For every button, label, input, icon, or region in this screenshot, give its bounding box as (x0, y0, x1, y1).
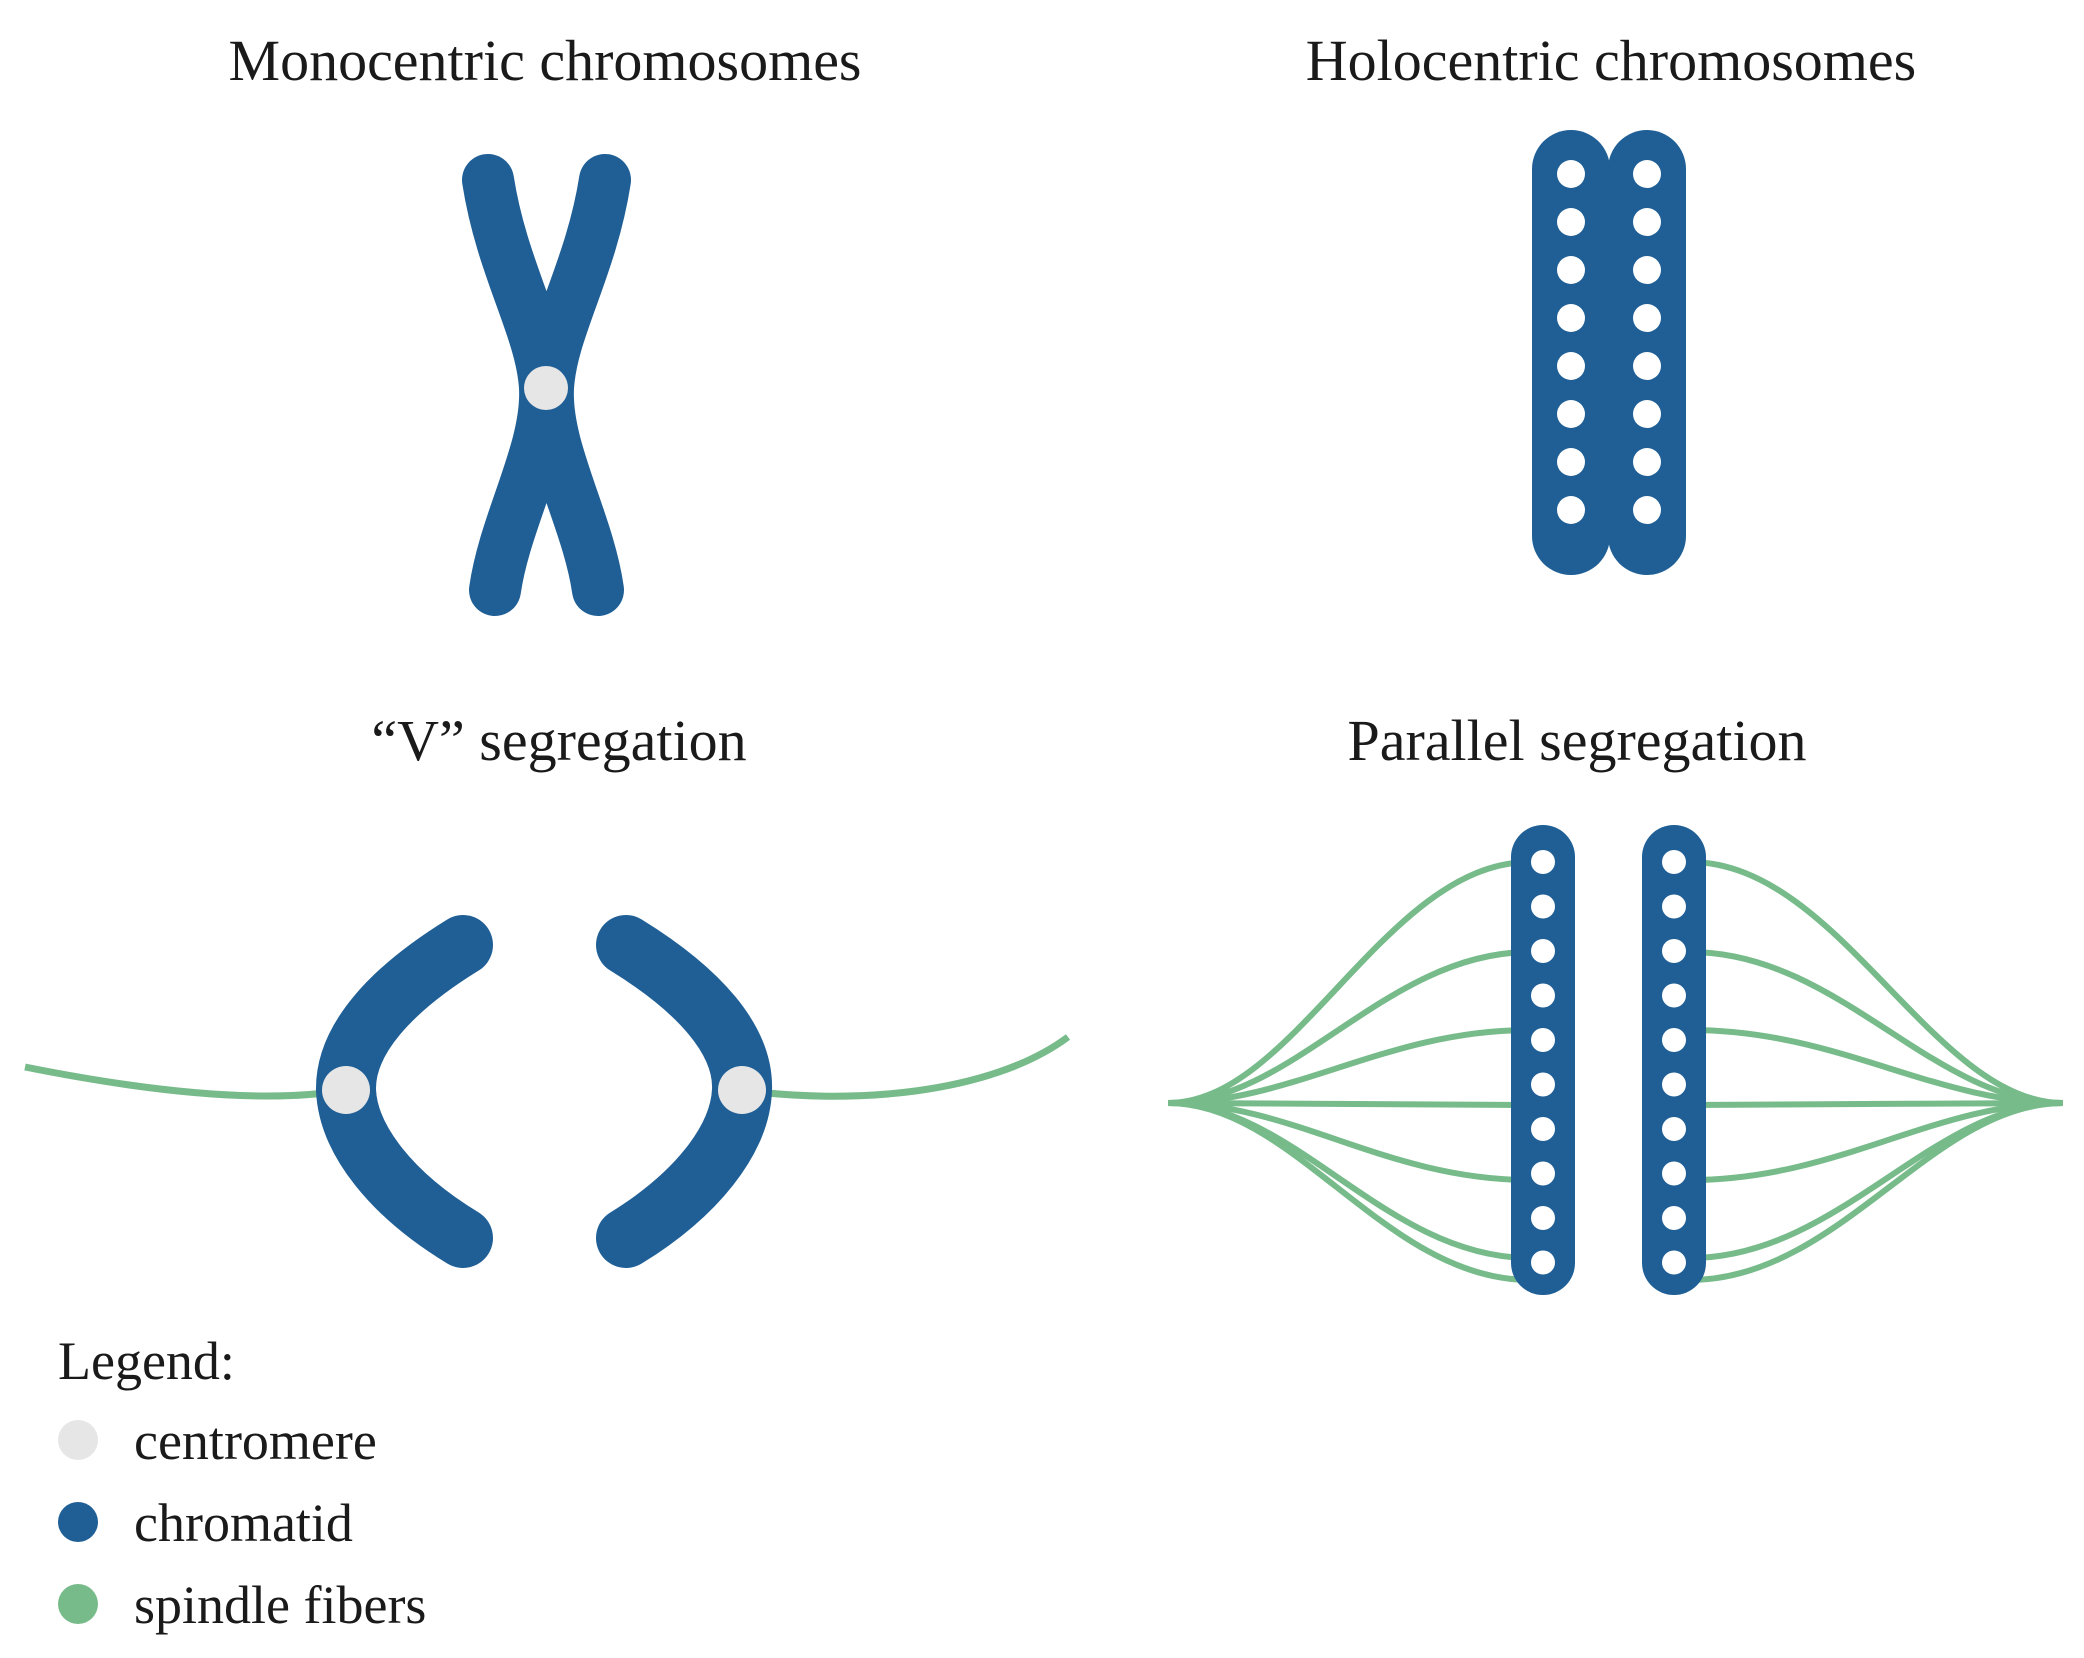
spindle-fiber (1167, 949, 1531, 1106)
kinetochore-hole (1557, 400, 1585, 428)
kinetochore-hole (1531, 939, 1555, 963)
legend-label: chromatid (134, 1493, 353, 1553)
holocentric-title: Holocentric chromosomes (1305, 28, 1917, 93)
kinetochore-hole (1531, 1161, 1555, 1186)
kinetochore-hole (1531, 983, 1555, 1008)
spindle-fiber (1689, 859, 2064, 1106)
monocentric-chromosome (462, 154, 631, 616)
chromatid-swatch-icon (58, 1502, 98, 1542)
chromatid-right (1642, 825, 1706, 1295)
kinetochore-hole (1662, 939, 1686, 963)
kinetochore-hole (1633, 448, 1661, 476)
spindle-fiber (1167, 1027, 1531, 1106)
kinetochore-hole (1662, 1161, 1686, 1186)
spindle-fiber (1689, 949, 2064, 1106)
kinetochore-hole (1662, 1072, 1686, 1097)
kinetochore-hole (1662, 1028, 1686, 1052)
kinetochore-hole (1633, 400, 1661, 428)
kinetochore-hole (1557, 160, 1585, 188)
parallel-holes (1531, 850, 1686, 1275)
kinetochore-hole (1633, 160, 1661, 188)
kinetochore-hole (1557, 496, 1585, 524)
spindle-fiber (1689, 1100, 2064, 1183)
spindle-fiber (1689, 1027, 2064, 1106)
spindle-fibers (1167, 859, 2064, 1283)
kinetochore-hole (1557, 208, 1585, 236)
kinetochore-hole (1662, 1206, 1686, 1230)
v-segregation-title: “V” segregation (371, 708, 747, 773)
legend-label: centromere (134, 1411, 377, 1471)
centromere-swatch-icon (58, 1420, 98, 1460)
parallel-segregation (1167, 825, 2064, 1295)
spindle-fiber (1167, 1100, 1531, 1183)
kinetochore-hole (1633, 256, 1661, 284)
spindle-fiber (1689, 1100, 2064, 1261)
kinetochore-hole (1557, 256, 1585, 284)
chromatid-left (1511, 825, 1575, 1295)
kinetochore-hole (1531, 894, 1555, 919)
spindle-fiber-right (741, 1034, 1071, 1100)
centromere (524, 366, 568, 410)
kinetochore-hole (1662, 1117, 1686, 1141)
kinetochore-hole (1531, 1028, 1555, 1052)
centromere-left (322, 1066, 370, 1114)
kinetochore-hole (1531, 1072, 1555, 1097)
kinetochore-hole (1531, 850, 1555, 874)
kinetochore-hole (1531, 1206, 1555, 1230)
holocentric-holes (1557, 160, 1661, 524)
kinetochore-hole (1557, 352, 1585, 380)
kinetochore-hole (1662, 983, 1686, 1008)
spindle-fiber (1167, 1100, 1531, 1283)
kinetochore-hole (1633, 304, 1661, 332)
spindle-fiber (1167, 859, 1531, 1106)
kinetochore-hole (1557, 448, 1585, 476)
kinetochore-hole (1633, 496, 1661, 524)
kinetochore-hole (1531, 1117, 1555, 1141)
spindle-fiber (1689, 1100, 2064, 1108)
spindle-fibers-swatch-icon (58, 1584, 98, 1624)
kinetochore-hole (1662, 1250, 1686, 1275)
kinetochore-hole (1633, 352, 1661, 380)
parallel-segregation-title: Parallel segregation (1347, 708, 1807, 773)
legend-label: spindle fibers (134, 1575, 427, 1635)
spindle-fiber (1167, 1100, 1531, 1108)
holocentric-chromosome (1532, 130, 1686, 575)
spindle-fiber-left (24, 1063, 347, 1100)
kinetochore-hole (1633, 208, 1661, 236)
kinetochore-hole (1662, 894, 1686, 919)
kinetochore-hole (1662, 850, 1686, 874)
kinetochore-hole (1531, 1250, 1555, 1275)
monocentric-title: Monocentric chromosomes (228, 28, 862, 93)
kinetochore-hole (1557, 304, 1585, 332)
centromere-right (718, 1066, 766, 1114)
legend-title: Legend: (58, 1331, 235, 1391)
spindle-fiber (1689, 1100, 2064, 1283)
v-segregation (24, 915, 1071, 1268)
spindle-fiber (1167, 1100, 1531, 1261)
